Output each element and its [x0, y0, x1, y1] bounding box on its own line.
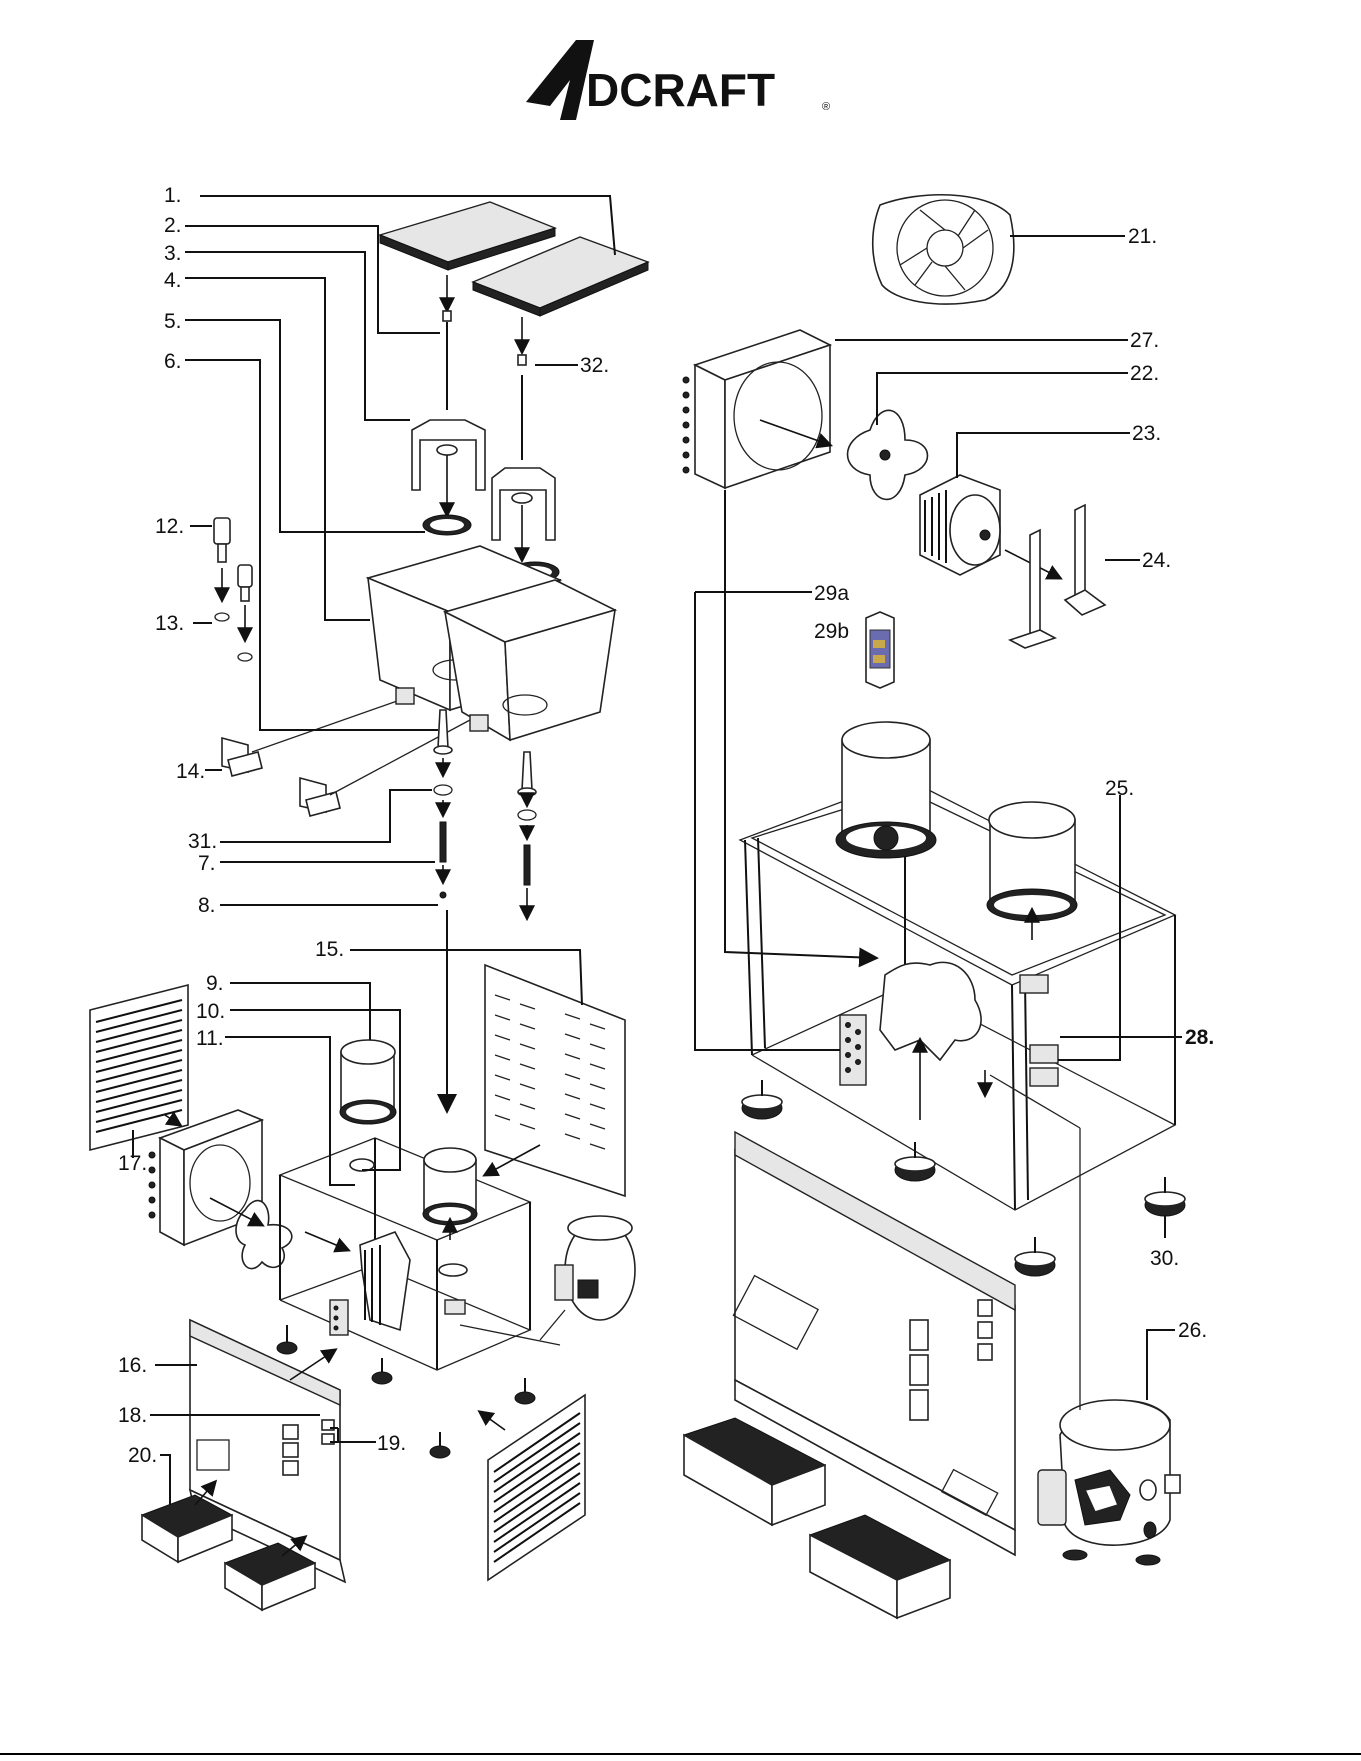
label-25: 25.	[1105, 777, 1134, 800]
label-6: 6.	[164, 350, 182, 373]
label-22: 22.	[1130, 362, 1159, 385]
label-32: 32.	[580, 354, 609, 377]
footer-rule	[0, 1753, 1361, 1755]
compressor-large-26	[990, 1075, 1180, 1565]
spigot-stack-left	[434, 710, 452, 1110]
o-ring-13	[215, 613, 252, 661]
label-23: 23.	[1132, 422, 1161, 445]
label-15: 15.	[315, 938, 344, 961]
label-11: 11.	[196, 1027, 224, 1050]
relay-29b	[866, 612, 894, 688]
compressor-small	[460, 1216, 635, 1345]
label-4: 4.	[164, 269, 182, 292]
label-5: 5.	[164, 310, 182, 333]
label-9: 9.	[206, 972, 224, 995]
label-2: 2.	[164, 214, 182, 237]
label-31: 31.	[188, 830, 217, 853]
label-18: 18.	[118, 1404, 147, 1427]
cylinder-left-right-frame	[836, 722, 936, 858]
label-17: 17.	[118, 1152, 147, 1175]
label-24: 24.	[1142, 549, 1171, 572]
side-louver-17	[90, 985, 188, 1150]
tap-handle-12	[214, 518, 252, 640]
auger-right	[492, 317, 559, 582]
label-16: 16.	[118, 1354, 147, 1377]
label-26: 26.	[1178, 1319, 1207, 1342]
label-19: 19.	[377, 1432, 406, 1455]
label-10: 10.	[196, 1000, 225, 1023]
condenser-small	[149, 1110, 348, 1269]
axial-fan-21	[873, 195, 1014, 304]
label-20: 20.	[128, 1444, 157, 1467]
auger-left	[412, 275, 485, 535]
rear-panel-15	[485, 965, 625, 1196]
cylinder-9	[340, 1040, 396, 1124]
fan-blade-22	[848, 410, 928, 499]
label-14: 14.	[176, 760, 205, 783]
spigot-stack-right	[518, 752, 536, 918]
cylinder-left-frame	[423, 1148, 477, 1240]
label-3: 3.	[164, 242, 182, 265]
cylinder-right-right-frame	[987, 802, 1077, 993]
frame-left	[280, 1138, 530, 1370]
side-louver-right-small	[480, 1395, 585, 1580]
label-12: 12.	[155, 515, 184, 538]
frame-right	[740, 778, 1175, 1210]
label-28: 28.	[1185, 1026, 1214, 1049]
condenser-large-27	[683, 330, 830, 488]
label-30: 30.	[1150, 1247, 1179, 1270]
label-13: 13.	[155, 612, 184, 635]
label-29b: 29b	[814, 620, 849, 643]
label-1: 1.	[164, 184, 182, 207]
label-29a: 29a	[814, 582, 849, 605]
label-8: 8.	[198, 894, 216, 917]
label-7: 7.	[198, 852, 216, 875]
label-21: 21.	[1128, 225, 1157, 248]
label-27: 27.	[1130, 329, 1159, 352]
